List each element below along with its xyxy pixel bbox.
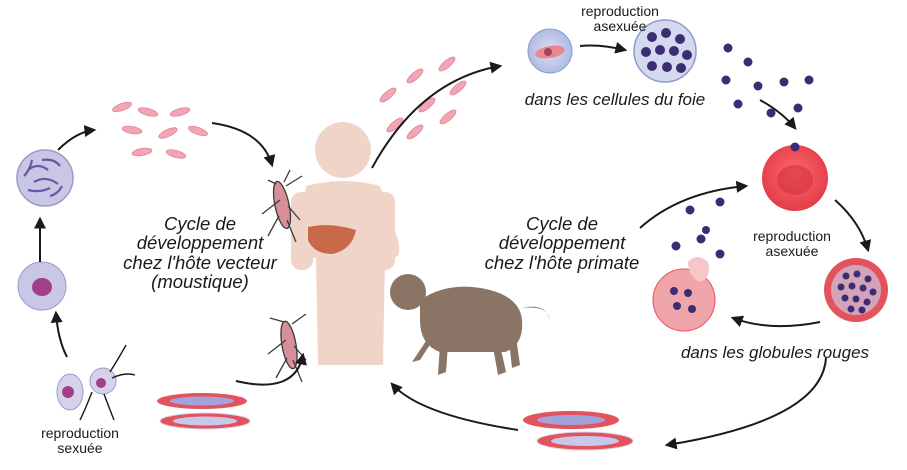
label-vector-cycle: Cycle de développement chez l'hôte vecte… — [123, 213, 277, 293]
sporozoites-vector — [112, 101, 208, 159]
merozoites-released — [721, 43, 814, 118]
label-repro-asex-liver: reproduction asexuée — [581, 3, 659, 34]
label-primate-cycle: Cycle de développement chez l'hôte prima… — [484, 213, 640, 273]
liver-cell-infected — [527, 28, 573, 74]
oocyst-cell — [16, 149, 74, 207]
ookinete-cell — [17, 261, 67, 311]
label-repro-sex: reproduction sexuée — [41, 425, 119, 456]
liver-schizont — [633, 19, 697, 83]
mosquito-icon-bottom — [267, 313, 307, 383]
gametocytes-bottom-center — [523, 411, 634, 451]
rbc-schizont — [824, 258, 888, 322]
gametocytes-bottom-left — [157, 393, 251, 430]
red-blood-cell — [762, 142, 828, 211]
gametes-sexual — [56, 344, 136, 421]
mosquito-icon-top — [261, 169, 303, 243]
label-repro-asex-rbc: reproduction asexuée — [753, 228, 831, 259]
cycle-arrows — [34, 41, 872, 450]
monkey-figure — [390, 274, 550, 375]
label-liver-cells: dans les cellules du foie — [524, 90, 706, 109]
label-red-blood-cells: dans les globules rouges — [680, 343, 870, 362]
liver-icon — [308, 225, 356, 254]
rbc-bursting — [652, 197, 725, 332]
sporozoites-blood — [379, 56, 467, 140]
